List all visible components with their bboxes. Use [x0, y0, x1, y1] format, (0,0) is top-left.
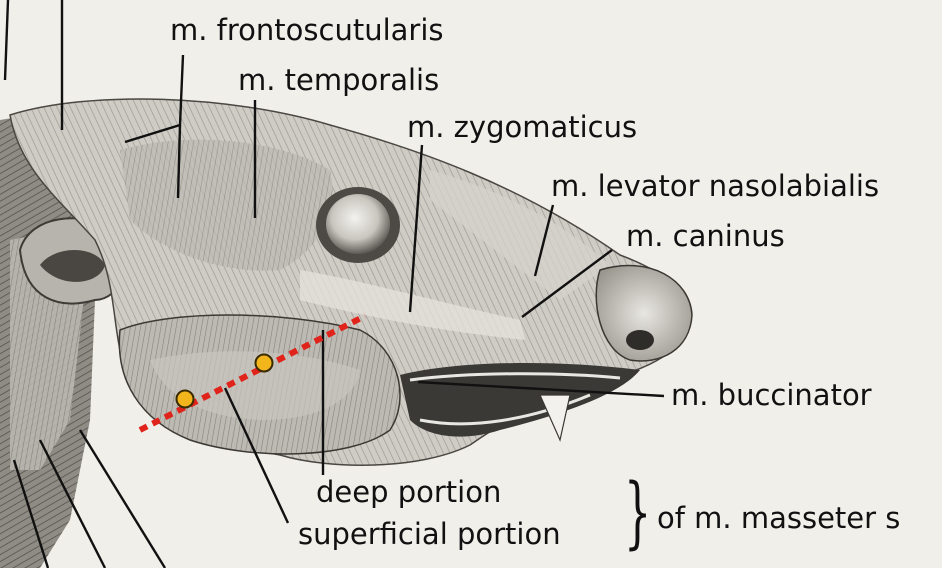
label-frontoscutularis: m. frontoscutularis [170, 16, 444, 45]
label-buccinator: m. buccinator [671, 381, 872, 410]
mouth [400, 363, 640, 440]
label-masseter-group: of m. masseter s [657, 504, 900, 533]
leader-line-bottom-3 [80, 430, 165, 568]
label-temporalis: m. temporalis [238, 66, 439, 95]
masseter-muscle [119, 315, 400, 454]
eye [316, 187, 400, 263]
label-caninus: m. caninus [626, 222, 785, 251]
nose [596, 266, 692, 361]
marker-point-2 [256, 355, 273, 372]
leader-line-top-left-1 [5, 0, 8, 80]
marker-point-1 [177, 391, 194, 408]
label-deep-portion: deep portion [316, 478, 501, 507]
label-levator-nasolabialis: m. levator nasolabialis [551, 172, 879, 201]
label-superficial-portion: superficial portion [298, 520, 561, 549]
label-zygomaticus: m. zygomaticus [407, 113, 637, 142]
brace: } [624, 474, 651, 552]
